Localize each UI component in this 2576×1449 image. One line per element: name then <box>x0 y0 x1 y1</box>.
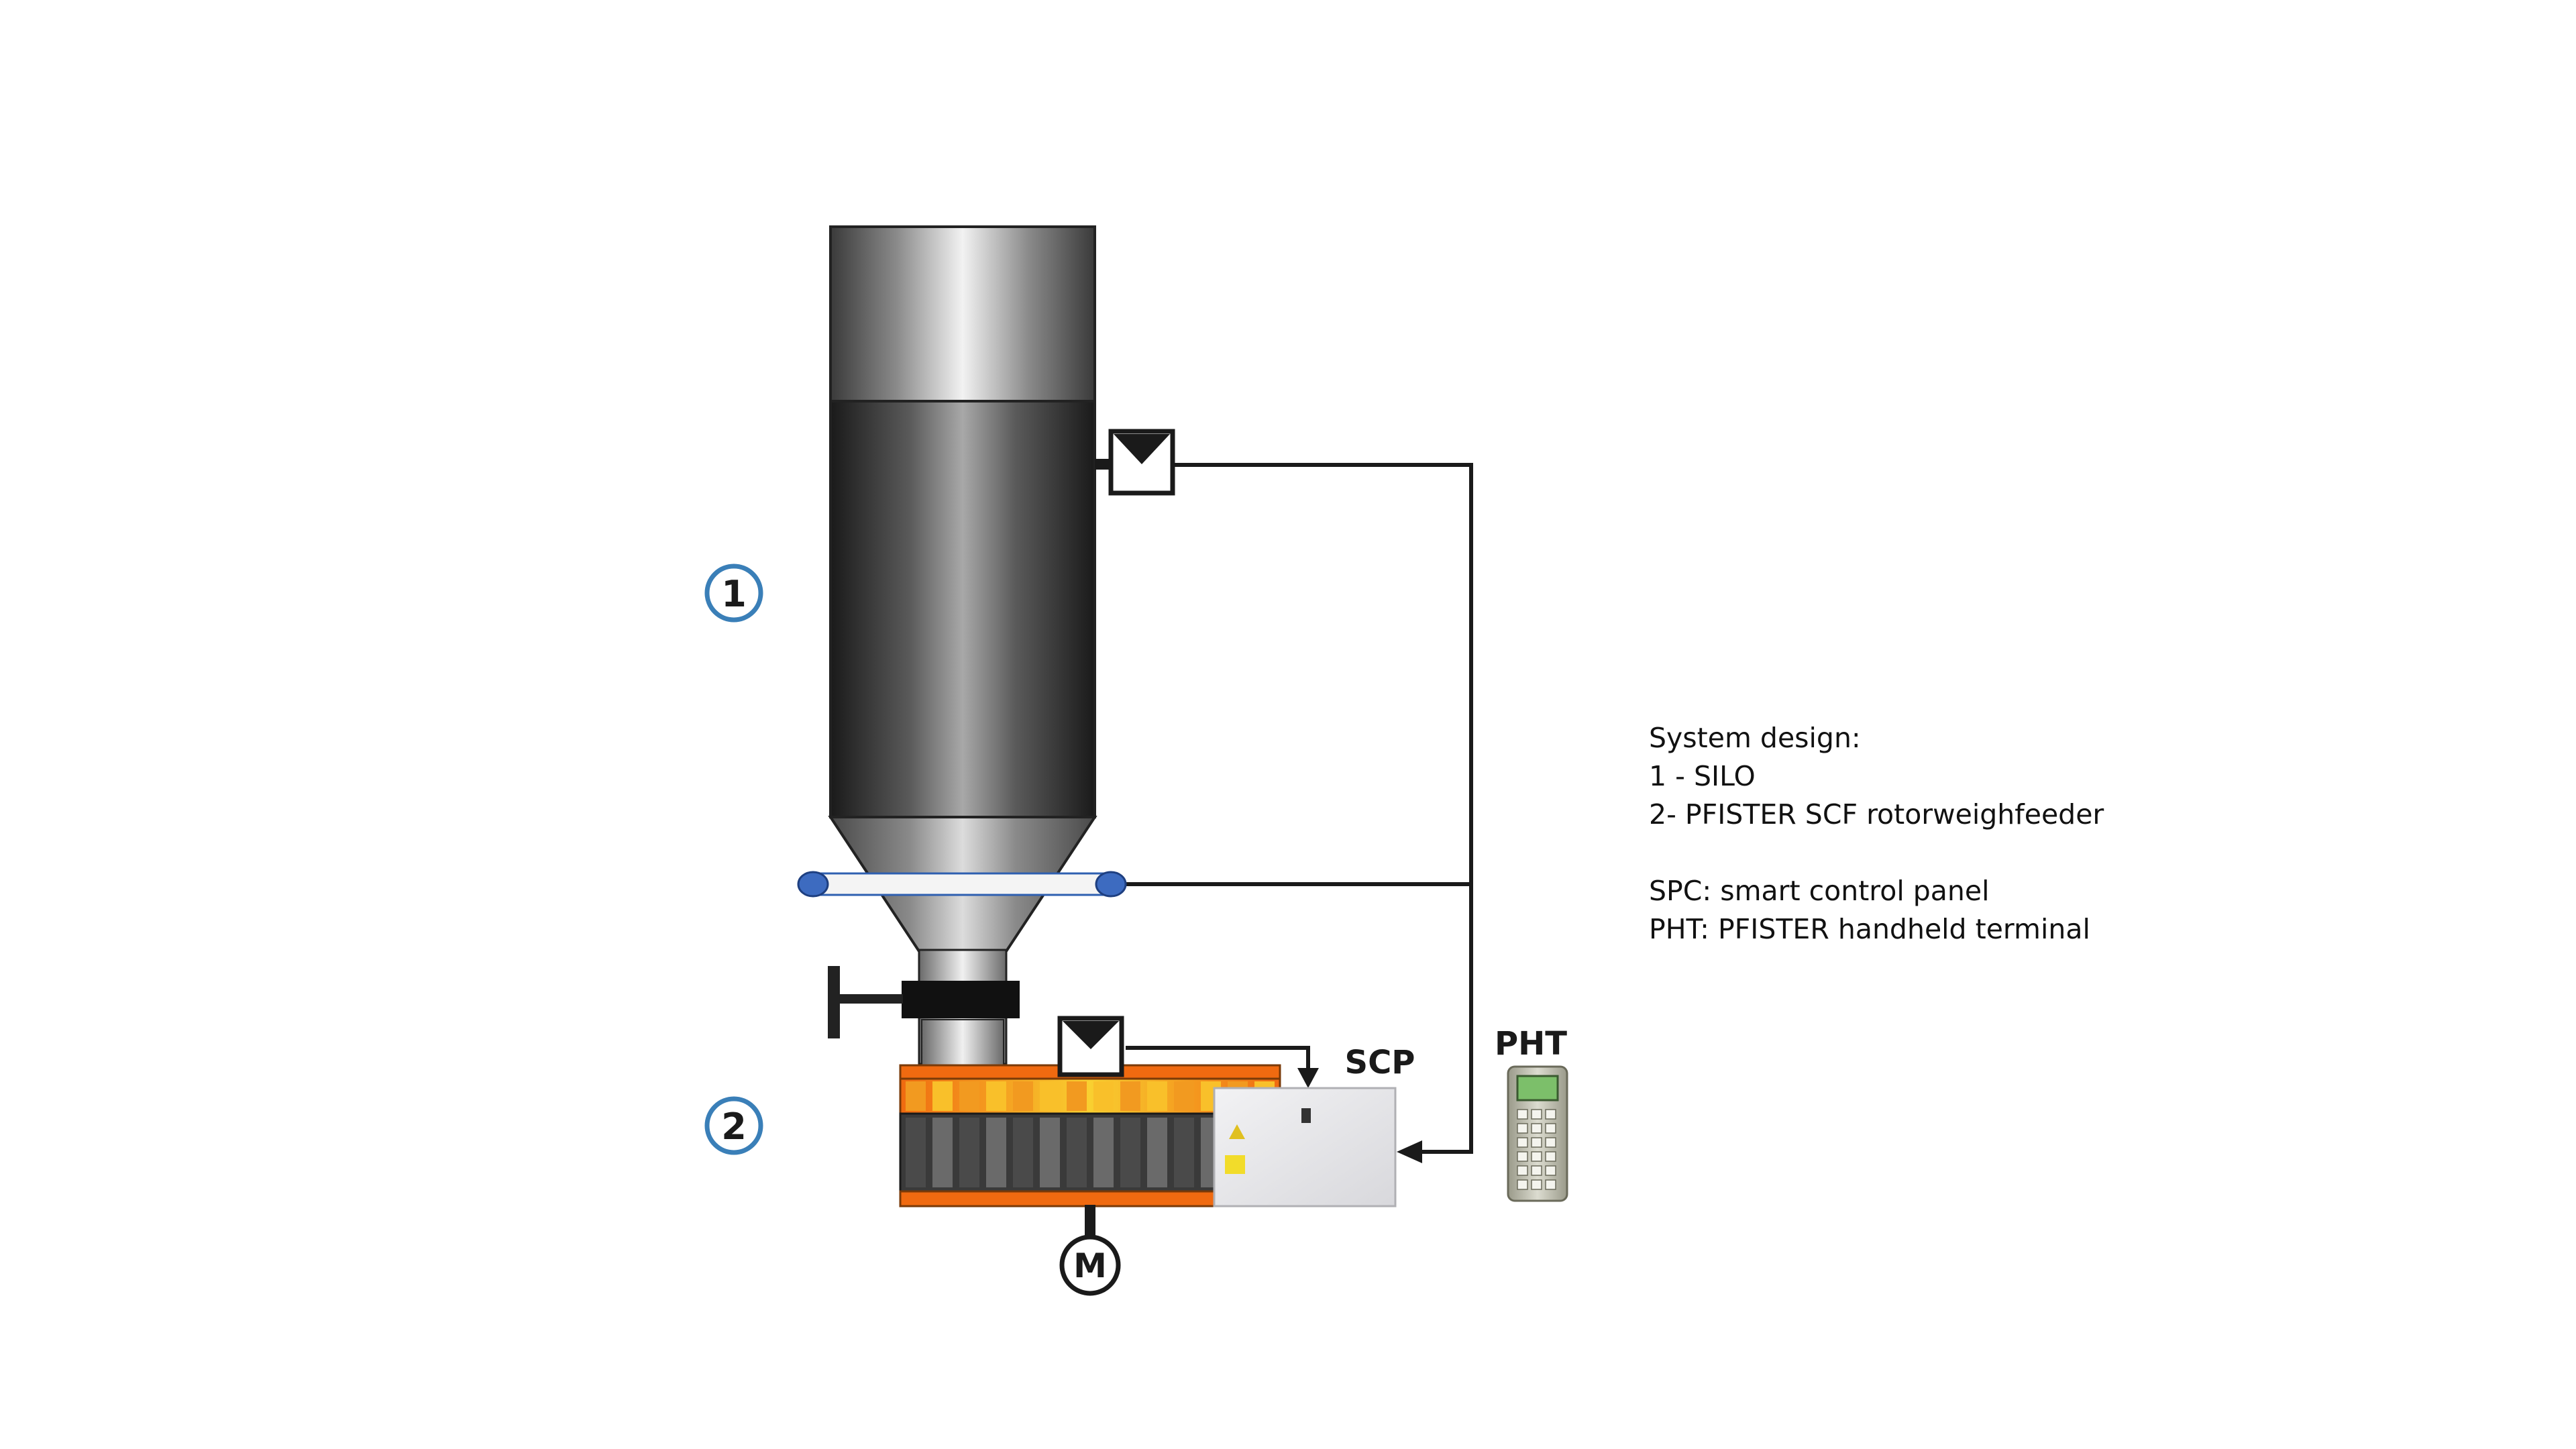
silo-sensor <box>1095 429 1175 496</box>
motor: M <box>1059 1205 1121 1296</box>
pht-key <box>1545 1179 1556 1190</box>
wiring <box>1114 463 1473 1154</box>
system-design-legend: System design: 1 - SILO 2- PFISTER SCF r… <box>1649 719 2320 949</box>
rotor-pocket-top <box>1174 1081 1194 1111</box>
silo-sensor-icon <box>1114 434 1170 464</box>
marker-2-label: 2 <box>721 1106 747 1148</box>
scp-warning-icon <box>1229 1124 1245 1139</box>
ring-sensor-right <box>1095 871 1127 898</box>
ring-sensor-left <box>797 871 829 898</box>
pht-key <box>1517 1151 1528 1162</box>
pht-key <box>1531 1151 1542 1162</box>
pht-key <box>1531 1123 1542 1134</box>
rotor-pocket-top <box>932 1081 953 1111</box>
rotor-pocket <box>1147 1118 1167 1187</box>
marker-1: 1 <box>704 564 763 623</box>
legend-item-scp: SPC: smart control panel <box>1649 875 1990 907</box>
legend-item-silo: 1 - SILO <box>1649 760 1756 792</box>
pht-key <box>1531 1179 1542 1190</box>
marker-2: 2 <box>704 1096 763 1155</box>
pht-keypad <box>1517 1109 1556 1190</box>
pht-key <box>1545 1165 1556 1176</box>
slide-gate-valve <box>828 966 1020 1038</box>
silo-top <box>829 225 1096 404</box>
rotor-pocket-top <box>1147 1081 1167 1111</box>
marker-2-ring <box>704 1096 763 1155</box>
load-ring <box>797 871 1127 898</box>
rotor-pocket-top <box>1040 1081 1060 1111</box>
legend-spacer <box>1649 834 2320 872</box>
scp-cabinet <box>1213 1087 1397 1208</box>
wire-silo-sensor <box>1173 463 1473 1154</box>
valve-body <box>902 981 1020 1018</box>
pht-key <box>1531 1137 1542 1148</box>
pht-key <box>1517 1109 1528 1120</box>
rotor-pocket <box>986 1118 1006 1187</box>
rotor-pocket <box>1120 1118 1140 1187</box>
silo-sensor-mount <box>1095 459 1112 470</box>
rotor-pocket-top <box>1067 1081 1087 1111</box>
pht-key <box>1531 1109 1542 1120</box>
pht-key <box>1531 1165 1542 1176</box>
handheld-terminal: PHT <box>1495 1025 1568 1202</box>
rotor-pocket-top <box>959 1081 979 1111</box>
pht-key <box>1517 1123 1528 1134</box>
motor-symbol <box>1059 1234 1121 1296</box>
rotor-pocket <box>1040 1118 1060 1187</box>
rotor-pocket <box>959 1118 979 1187</box>
arrow-to-scp-top <box>1297 1068 1319 1088</box>
legend-item-pht: PHT: PFISTER handheld terminal <box>1649 913 2090 945</box>
valve-handwheel <box>828 966 840 1038</box>
rotor-pocket <box>932 1118 953 1187</box>
silo <box>828 225 1097 1067</box>
pht-label: PHT <box>1495 1025 1567 1063</box>
rotor-pocket <box>1013 1118 1033 1187</box>
rotor-pocket-top <box>1013 1081 1033 1111</box>
pht-key <box>1517 1137 1528 1148</box>
feeder-sensor <box>1057 1016 1124 1077</box>
pht-key <box>1517 1179 1528 1190</box>
legend-title: System design: <box>1649 722 1861 754</box>
pht-key <box>1545 1137 1556 1148</box>
pht-key <box>1545 1151 1556 1162</box>
motor-label: M <box>1073 1246 1107 1285</box>
marker-1-ring <box>704 564 763 623</box>
arrow-to-scp-side <box>1397 1140 1422 1163</box>
silo-outlet-pipe-lower <box>921 1019 1004 1067</box>
rotor-pocket-top <box>906 1081 926 1111</box>
silo-body <box>829 400 1096 818</box>
rotor-pocket-top <box>1093 1081 1114 1111</box>
wire-feeder-sensor <box>1126 1046 1310 1072</box>
legend-item-feeder: 2- PFISTER SCF rotorweighfeeder <box>1649 798 2104 830</box>
pht-screen <box>1516 1075 1559 1102</box>
scp-label: SCP <box>1345 1044 1415 1081</box>
scp-warning-sticker <box>1225 1155 1245 1174</box>
scp-indicator <box>1301 1108 1311 1123</box>
marker-1-label: 1 <box>721 573 747 615</box>
motor-shaft <box>1085 1205 1095 1238</box>
smart-control-panel: SCP <box>1213 1044 1415 1208</box>
rotor-pocket-top <box>1120 1081 1140 1111</box>
pht-key <box>1517 1165 1528 1176</box>
rotor-pocket-top <box>986 1081 1006 1111</box>
rotor-pocket <box>1174 1118 1194 1187</box>
pht-key <box>1545 1109 1556 1120</box>
feeder-sensor-icon <box>1063 1021 1119 1049</box>
rotor-pocket <box>1093 1118 1114 1187</box>
valve-stem <box>839 994 903 1004</box>
ring-bar <box>810 872 1115 896</box>
pht-key <box>1545 1123 1556 1134</box>
rotor-pocket <box>1067 1118 1087 1187</box>
rotor-pocket <box>906 1118 926 1187</box>
